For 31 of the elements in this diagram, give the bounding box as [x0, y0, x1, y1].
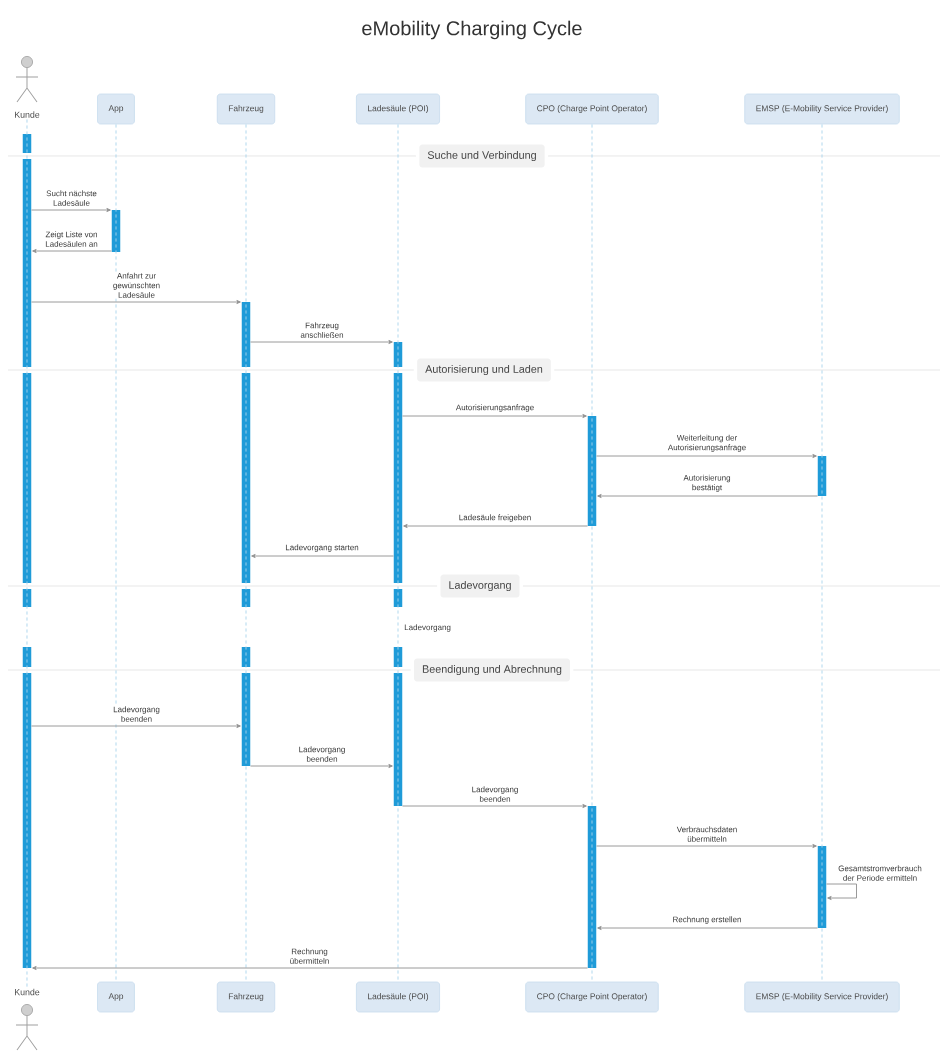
- activation-bar: [393, 342, 403, 806]
- message-arrow: [32, 249, 112, 253]
- lifeline: [821, 123, 823, 983]
- message-arrow: [597, 926, 818, 930]
- message-arrow: [596, 844, 817, 848]
- activation-bar: [817, 846, 827, 928]
- message-arrow: [250, 340, 393, 344]
- lifeline: [26, 119, 28, 988]
- activation-bar: [587, 416, 597, 526]
- lifeline: [115, 123, 117, 983]
- activation-bar: [22, 134, 32, 968]
- activation-bar: [111, 210, 121, 252]
- message-arrow: [31, 300, 241, 304]
- message-arrow: [31, 724, 241, 728]
- title: eMobility Charging Cycle: [362, 20, 582, 40]
- message-arrow: [251, 554, 394, 558]
- message-arrow: [403, 524, 588, 528]
- lifeline: [245, 123, 247, 983]
- activation-bar: [587, 806, 597, 968]
- message-arrow: [402, 804, 587, 808]
- message-arrow: [32, 966, 588, 970]
- activation-bar: [817, 456, 827, 496]
- message-arrow: [596, 454, 817, 458]
- lifeline: [591, 123, 593, 983]
- message-arrow: [31, 208, 111, 212]
- lifeline: [397, 123, 399, 983]
- activation-bar: [241, 302, 251, 766]
- self-message-arrow: [826, 883, 857, 900]
- message-arrow: [597, 494, 818, 498]
- message-arrow: [402, 414, 587, 418]
- message-arrow: [250, 764, 393, 768]
